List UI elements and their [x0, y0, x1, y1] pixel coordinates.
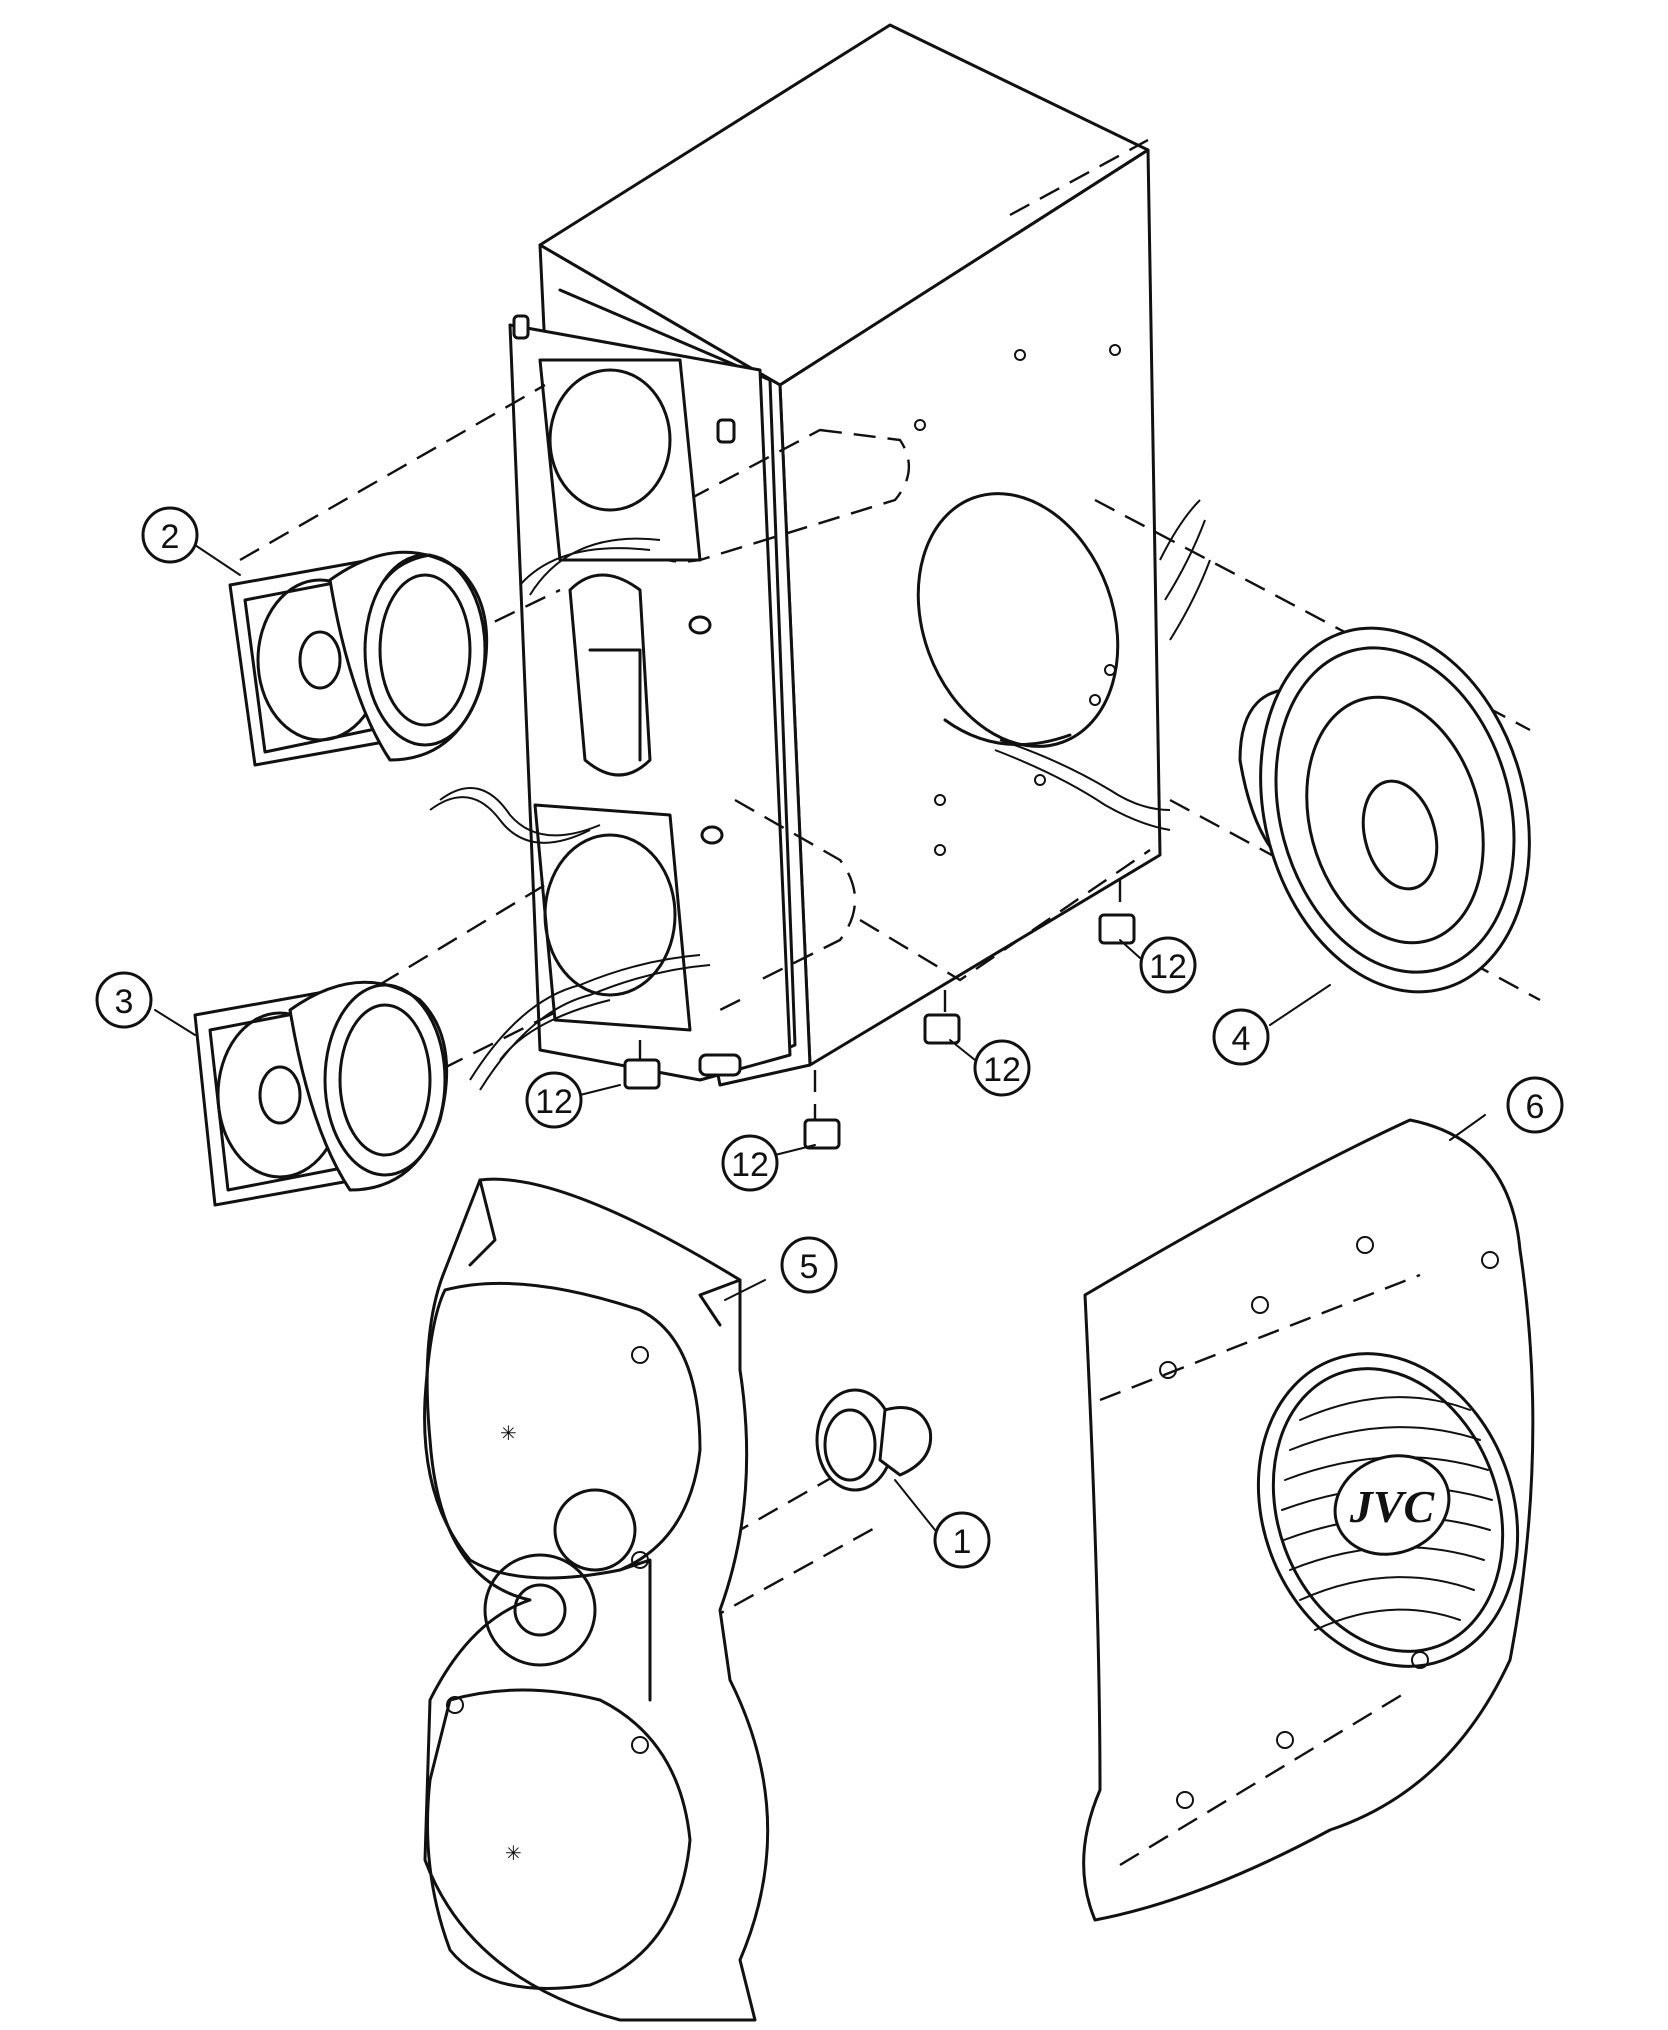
- speaker-wires: [429, 499, 1211, 1091]
- callout-1: 1: [933, 1511, 991, 1569]
- svg-text:12: 12: [535, 1083, 573, 1121]
- foot-b: [923, 1013, 961, 1045]
- callout-12b: 12: [973, 1039, 1031, 1097]
- callout-6: 6: [1506, 1076, 1564, 1134]
- foot-d: [803, 1118, 841, 1150]
- callout-12a: 12: [1139, 936, 1197, 994]
- rubber-feet: [623, 913, 1136, 1150]
- svg-text:12: 12: [1149, 948, 1187, 986]
- svg-text:6: 6: [1526, 1088, 1545, 1126]
- callout-leaders: [154, 544, 1486, 1531]
- speaker-1-tweeter: [815, 1388, 933, 1492]
- callout-5: 5: [780, 1236, 838, 1294]
- woofer-grille: JVC: [1082, 1118, 1535, 1922]
- speaker-3-midrange: [193, 980, 449, 1207]
- svg-text:2: 2: [161, 518, 180, 556]
- callout-12d: 12: [721, 1134, 779, 1192]
- front-panel: ✳ ✳: [423, 1177, 770, 2022]
- speaker-2-midrange: [228, 550, 489, 767]
- svg-text:5: 5: [800, 1248, 819, 1286]
- callout-12c: 12: [525, 1071, 583, 1129]
- speaker-4-woofer: [1238, 626, 1531, 994]
- callout-3: 3: [95, 971, 153, 1029]
- foot-a: [1098, 913, 1136, 945]
- svg-text:✳: ✳: [505, 1843, 522, 1865]
- svg-text:4: 4: [1232, 1020, 1251, 1058]
- svg-text:12: 12: [983, 1051, 1021, 1089]
- speaker-cabinet: [508, 23, 1162, 1087]
- svg-text:1: 1: [953, 1523, 972, 1561]
- grille-logo: JVC: [1349, 1481, 1436, 1532]
- foot-c: [623, 1058, 661, 1090]
- callout-4: 4: [1212, 1008, 1270, 1066]
- callout-2: 2: [141, 506, 199, 564]
- svg-text:3: 3: [115, 983, 134, 1021]
- svg-text:12: 12: [731, 1146, 769, 1184]
- svg-text:✳: ✳: [500, 1423, 517, 1445]
